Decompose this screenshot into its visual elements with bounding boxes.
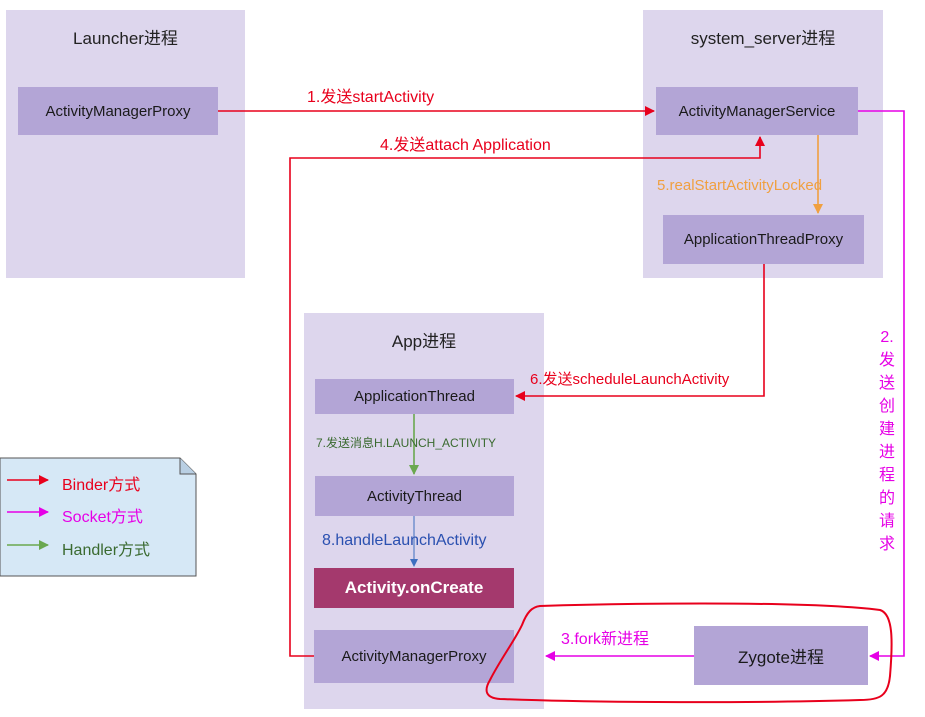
app-activity-manager-proxy: ActivityManagerProxy — [314, 630, 514, 683]
step7-label: 7.发送消息H.LAUNCH_ACTIVITY — [316, 436, 497, 450]
launcher-process-group: Launcher进程 — [6, 10, 245, 278]
step8-label: 8.handleLaunchActivity — [322, 532, 487, 549]
launcher-process-title: Launcher进程 — [73, 29, 178, 48]
activity-manager-service: ActivityManagerService — [656, 87, 858, 135]
legend-binder-label: Binder方式 — [62, 477, 141, 494]
application-thread-proxy: ApplicationThreadProxy — [663, 215, 864, 264]
legend-box — [0, 457, 197, 577]
step6-label: 6.发送scheduleLaunchActivity — [530, 371, 730, 388]
zygote-process: Zygote进程 — [694, 626, 868, 685]
arrow-step6 — [515, 264, 765, 401]
arrow-step4 — [289, 136, 765, 657]
activity-oncreate: Activity.onCreate — [314, 568, 514, 608]
launcher-activity-manager-proxy: ActivityManagerProxy — [18, 87, 218, 135]
step4-label: 4.发送attach Application — [380, 137, 551, 154]
legend-socket-label: Socket方式 — [62, 509, 143, 526]
system-server-process-title: system_server进程 — [690, 29, 836, 48]
arrow-step2 — [858, 110, 905, 661]
activity-thread: ActivityThread — [315, 476, 514, 516]
highlight-loop — [485, 602, 893, 704]
legend-handler-label: Handler方式 — [62, 542, 151, 559]
step2-label: 2. 发 送 创 建 进 程 的 请 求 — [878, 329, 895, 553]
application-thread: ApplicationThread — [315, 379, 514, 414]
step3-label: 3.fork新进程 — [561, 631, 650, 648]
app-process-title: App进程 — [391, 332, 457, 351]
step5-label: 5.realStartActivityLocked — [657, 177, 823, 194]
step1-label: 1.发送startActivity — [307, 89, 435, 106]
